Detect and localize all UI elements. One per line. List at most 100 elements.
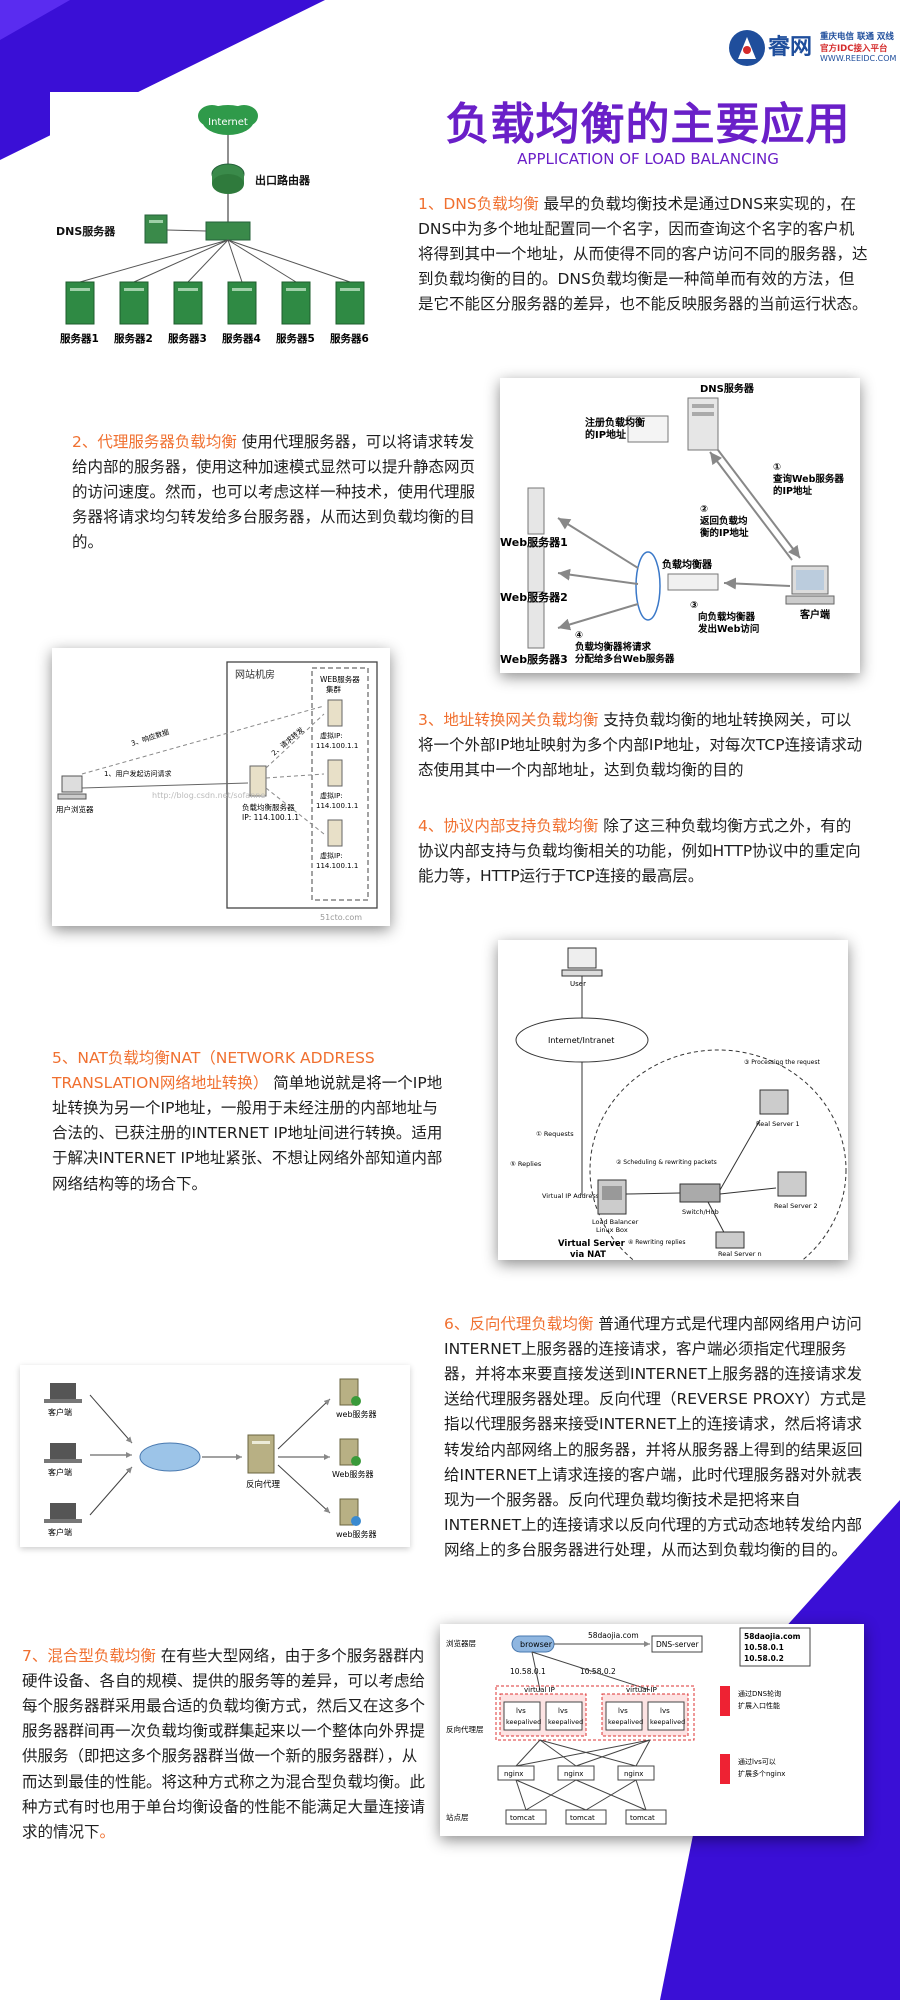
ip-list: 10.58.0.2 bbox=[744, 1654, 784, 1663]
user-computer-icon bbox=[561, 947, 603, 977]
lvs-label: lvs bbox=[558, 1707, 568, 1715]
req-label: 1、用户发起访问请求 bbox=[104, 769, 171, 778]
real-server-icon bbox=[777, 1171, 807, 1197]
web-server-icon bbox=[527, 545, 545, 593]
web-server-icon bbox=[339, 1378, 361, 1406]
vip-label: Virtual IP Address bbox=[542, 1192, 600, 1200]
web-server-icon bbox=[527, 487, 545, 535]
page-title: 负载均衡的主要应用 bbox=[445, 99, 851, 150]
step4-label: ④ Rewriting replies bbox=[628, 1239, 685, 1246]
proxy-label: 反向代理 bbox=[246, 1479, 281, 1490]
server-icon bbox=[119, 281, 149, 325]
brand-logo: 睿网 重庆电信 联通 双线 官方IDC接入平台 WWW.REEIDC.COM bbox=[728, 26, 898, 70]
section-3-title: 3、地址转换网关负载均衡 bbox=[418, 711, 599, 729]
lb-label: 负载均衡器 bbox=[662, 558, 713, 571]
tomcat-label: tomcat bbox=[630, 1814, 655, 1822]
vip-label: 虚拟IP: bbox=[320, 791, 343, 800]
section-5-text: 5、NAT负载均衡NAT（NETWORK ADDRESS TRANSLATION… bbox=[52, 1046, 444, 1197]
figure-virtual-server-nat: User Internet/Intranet ① Requests ⑤ Repl… bbox=[498, 940, 848, 1260]
layer-label: 站点层 bbox=[446, 1812, 469, 1822]
switch-icon bbox=[679, 1183, 721, 1203]
section-4-text: 4、协议内部支持负载均衡 除了这三种负载均衡方式之外，有的协议内部支持与负载均衡… bbox=[418, 814, 863, 889]
cluster-label-1: WEB服务器 bbox=[320, 674, 360, 684]
section-6-title: 6、反向代理负载均衡 bbox=[444, 1315, 594, 1333]
section-7-text: 7、混合型负载均衡 在有些大型网络，由于多个服务器群内硬件设备、各自的规模、提供… bbox=[22, 1644, 426, 1845]
note2-l2: 扩展多个nginx bbox=[738, 1769, 785, 1778]
register-ip-box-icon bbox=[627, 415, 669, 443]
caption-1: Virtual Server bbox=[558, 1239, 626, 1249]
vip-label: 虚拟IP: bbox=[320, 851, 343, 860]
section-1-title: 1、DNS负载均衡 bbox=[418, 195, 539, 213]
server-label: 服务器5 bbox=[276, 332, 315, 345]
lb-ip: IP: 114.100.1.1 bbox=[242, 813, 299, 822]
section-3-text: 3、地址转换网关负载均衡 支持负载均衡的地址转换网关，可以将一个外部IP地址映射… bbox=[418, 708, 863, 783]
section-6-text: 6、反向代理负载均衡 普通代理方式是代理内部网络用户访问INTERNET上服务器… bbox=[444, 1312, 870, 1563]
brand-line2: 官方IDC接入平台 bbox=[820, 44, 888, 54]
section-7-title: 7、混合型负载均衡 bbox=[22, 1647, 156, 1665]
step3-label: ③ Processing the request bbox=[744, 1059, 820, 1066]
server-label: 服务器6 bbox=[330, 332, 369, 345]
proxy-server-icon bbox=[247, 1434, 275, 1474]
section-7-body: 在有些大型网络，由于多个服务器群内硬件设备、各自的规模、提供的服务等的差异，可以… bbox=[22, 1647, 426, 1841]
nginx-label: nginx bbox=[624, 1770, 643, 1778]
lb-label-1: Load Balancer bbox=[592, 1218, 639, 1226]
web-server-icon bbox=[339, 1438, 361, 1466]
step2-l2: 衡的IP地址 bbox=[700, 527, 749, 539]
client-computer-icon bbox=[785, 565, 835, 605]
vip-value: 114.100.1.1 bbox=[316, 802, 358, 810]
step2-num: ② bbox=[700, 504, 708, 515]
figure-dns-topology: Internet 出口路由器 DNS服务器 服务器1 服务器2 服务器3 服务器… bbox=[50, 92, 400, 357]
register-label-2: 的IP地址 bbox=[585, 428, 626, 441]
server-label: 服务器4 bbox=[222, 332, 261, 345]
ip2-label: 10.58.0.2 bbox=[580, 1667, 616, 1676]
figure-dns-load-balancer: DNS服务器 注册负载均衡 的IP地址 ① 查询Web服务器 的IP地址 ② 返… bbox=[500, 378, 860, 673]
real-server-icon bbox=[759, 1089, 789, 1115]
dns-server-label: DNS服务器 bbox=[56, 224, 116, 238]
section-2-title: 2、代理服务器负载均衡 bbox=[72, 433, 237, 451]
internet-cloud-icon: Internet bbox=[198, 105, 258, 135]
step3-l1: 向负载均衡器 bbox=[698, 611, 756, 623]
dns-server-label: DNS-server bbox=[656, 1640, 700, 1649]
section-2-text: 2、代理服务器负载均衡 使用代理服务器，可以将请求转发给内部的服务器，使用这种加… bbox=[72, 430, 482, 556]
section-2-body: 使用代理服务器，可以将请求转发给内部的服务器，使用这种加速模式显然可以提升静态网… bbox=[72, 433, 476, 552]
router-label: 出口路由器 bbox=[255, 173, 311, 187]
section-5-body: 简单地说就是将一个IP地址转换为另一个IP地址，一般用于未经注册的内部地址与合法… bbox=[52, 1074, 443, 1193]
server-icon bbox=[281, 281, 311, 325]
dns-server-icon bbox=[144, 214, 168, 244]
lvs-label: lvs bbox=[516, 1707, 526, 1715]
step2-label: ② Scheduling & rewriting packets bbox=[616, 1159, 717, 1166]
tomcat-label: tomcat bbox=[570, 1814, 595, 1822]
watermark: http://blog.csdn.net/sofanne bbox=[152, 791, 265, 800]
server-label: Real Server 2 bbox=[774, 1202, 818, 1210]
section-4-body: 除了这三种负载均衡方式之外，有的协议内部支持与负载均衡相关的功能，例如HTTP协… bbox=[418, 817, 861, 886]
nginx-label: nginx bbox=[504, 1770, 523, 1778]
step4-l2: 分配给多台Web服务器 bbox=[575, 653, 675, 665]
step1-l1: 查询Web服务器 bbox=[772, 473, 844, 485]
keepalived-label: keepalived bbox=[548, 1718, 583, 1726]
web-server-icon bbox=[327, 759, 343, 787]
cluster-label-2: 集群 bbox=[326, 684, 341, 694]
switch-label: Switch/Hub bbox=[682, 1208, 719, 1216]
web-server-icon bbox=[327, 819, 343, 847]
section-3-body: 支持负载均衡的地址转换网关，可以将一个外部IP地址映射为多个内部IP地址，对每次… bbox=[418, 711, 863, 780]
web-server-label: Web服务器2 bbox=[500, 590, 568, 604]
load-balancer-icon bbox=[635, 551, 719, 621]
vip-label: virtual IP bbox=[524, 1686, 555, 1694]
server-label: Real Server 1 bbox=[756, 1120, 800, 1128]
step2-l1: 返回负载均 bbox=[700, 515, 748, 527]
lvs-label: lvs bbox=[618, 1707, 628, 1715]
internet-label: Internet bbox=[208, 117, 248, 128]
laptop-icon bbox=[44, 1383, 82, 1403]
vip-value: 114.100.1.1 bbox=[316, 742, 358, 750]
step1-label: ① Requests bbox=[536, 1130, 574, 1138]
logo-mark-icon bbox=[729, 30, 765, 66]
note2-l1: 通过lvs可以 bbox=[738, 1757, 776, 1766]
ip1-label: 10.58.0.1 bbox=[510, 1667, 546, 1676]
server-label: web服务器 bbox=[336, 1409, 377, 1419]
resp-label: 3、响应数据 bbox=[130, 727, 170, 748]
switch-icon bbox=[205, 221, 251, 241]
server-label: web服务器 bbox=[336, 1529, 377, 1539]
vip-label: virtual IP bbox=[626, 1686, 657, 1694]
step4-l1: 负载均衡器将请求 bbox=[575, 641, 652, 653]
lb-label-2: Linux Box bbox=[596, 1226, 628, 1234]
